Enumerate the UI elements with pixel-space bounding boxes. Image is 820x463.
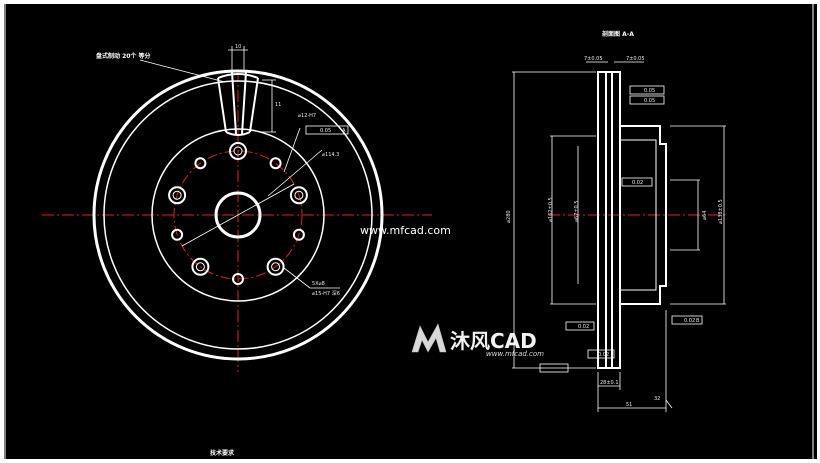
tech-requirements-label: 技术要求 bbox=[210, 449, 235, 457]
section-gdt-mid-value: 0.02 bbox=[632, 180, 643, 186]
slot-depth-dim: 11 bbox=[275, 102, 281, 108]
section-dim-left-top: 7±0.05 bbox=[584, 56, 603, 62]
small-hole bbox=[232, 273, 244, 285]
section-gdt-right-value: 0.02 bbox=[684, 318, 695, 324]
small-hole bbox=[292, 228, 305, 241]
bolt-pcd-circle bbox=[173, 150, 303, 280]
section-gdt-bottom-1-value: 0.02 bbox=[578, 324, 589, 330]
front-view: 10 11 盘式制动 20个 等分 ⌀12-H7 ⌀114.3 0.05 A 5… bbox=[42, 44, 432, 372]
bolt-hole-inner bbox=[233, 146, 243, 156]
disc-outer-edge bbox=[92, 69, 384, 361]
drawing-sheet bbox=[4, 4, 817, 459]
center-bore bbox=[214, 191, 262, 239]
section-bottom-width: 51 bbox=[626, 402, 632, 408]
watermark-group: www.mfcad.com 沐风CAD www.mfcad.com bbox=[360, 224, 544, 358]
bolt-hole-inner bbox=[195, 262, 205, 272]
bolt-hole bbox=[168, 186, 187, 205]
section-gdt-value-1: 0.05 bbox=[644, 88, 655, 94]
diagonal-dimension-line bbox=[181, 183, 295, 247]
pcd-leader bbox=[267, 149, 323, 197]
bolt-hole-inner bbox=[294, 190, 304, 200]
section-gdt-frame-1 bbox=[629, 85, 665, 95]
mfcad-logo-text: 沐风CAD bbox=[450, 329, 537, 353]
mfcad-logo-icon bbox=[411, 323, 447, 353]
section-bottom-right: 32 bbox=[654, 396, 660, 402]
mfcad-logo: 沐风CAD www.mfcad.com bbox=[411, 323, 544, 358]
bolt-hole bbox=[229, 142, 247, 160]
bolt-hole-inner bbox=[271, 262, 281, 272]
front-view-note: 盘式制动 20个 等分 bbox=[96, 52, 151, 60]
pcd-note: ⌀114.3 bbox=[322, 152, 339, 158]
bolt-hole-note: 5X⌀8 bbox=[312, 281, 325, 287]
bolt-hole-note-2: ⌀15-H7 深6 bbox=[312, 290, 340, 297]
section-bore: ⌀64 bbox=[702, 211, 708, 220]
section-gdt-right bbox=[671, 315, 703, 325]
bolt-hole bbox=[266, 257, 285, 276]
front-gdt-frame bbox=[305, 125, 349, 135]
section-gdt-bottom-3 bbox=[539, 363, 569, 373]
section-hub-inner: ⌀138±0.5 bbox=[718, 199, 724, 224]
small-hole bbox=[171, 228, 184, 241]
section-gdt-value-2: 0.05 bbox=[644, 98, 655, 104]
center-hole-note: ⌀12-H7 bbox=[298, 113, 316, 119]
section-overall-height: ⌀280 bbox=[506, 210, 512, 223]
section-dim-right-top: 7±0.05 bbox=[626, 56, 645, 62]
front-note-leader bbox=[139, 59, 226, 83]
disc-friction-ring bbox=[103, 80, 373, 350]
section-view: 剖面图 A-A ⌀280 ⌀162±0.5 ⌀67±0.5 bbox=[506, 30, 726, 412]
section-title: 剖面图 A-A bbox=[602, 30, 634, 38]
small-hole bbox=[269, 157, 282, 170]
front-gdt-value: 0.05 bbox=[320, 128, 331, 134]
front-gdt-datum: A bbox=[342, 128, 346, 134]
section-hub-hat bbox=[620, 125, 667, 305]
section-gdt-frame-mid bbox=[621, 177, 653, 187]
section-gdt-frame-2 bbox=[629, 95, 665, 105]
bolt-hole bbox=[289, 186, 308, 205]
small-hole bbox=[194, 157, 207, 170]
section-gdt-bottom-1 bbox=[565, 321, 595, 331]
section-inner-dia: ⌀162±0.5 bbox=[548, 197, 554, 222]
bolt-hole-leader bbox=[283, 267, 311, 289]
section-datum-b: B bbox=[696, 318, 700, 324]
section-hub-dia: ⌀67±0.5 bbox=[574, 200, 580, 222]
hub-outer-edge bbox=[151, 128, 325, 302]
section-gdt-bottom-2-value: 0.02 bbox=[598, 352, 609, 358]
section-gdt-bottom-2 bbox=[587, 349, 615, 359]
small-holes bbox=[171, 157, 305, 285]
site-url-watermark: www.mfcad.com bbox=[360, 224, 451, 237]
mfcad-logo-subtext: www.mfcad.com bbox=[486, 350, 544, 358]
slot-width-dim: 10 bbox=[235, 44, 241, 50]
section-bottom-thickness: 28±0.1 bbox=[600, 380, 619, 386]
vent-slot-detail: 10 11 bbox=[217, 44, 281, 136]
bolt-hole bbox=[191, 257, 210, 276]
bolt-holes bbox=[168, 142, 308, 276]
center-hole-leader bbox=[283, 127, 301, 173]
bolt-hole-inner bbox=[172, 190, 182, 200]
section-outer-plate bbox=[597, 71, 607, 369]
